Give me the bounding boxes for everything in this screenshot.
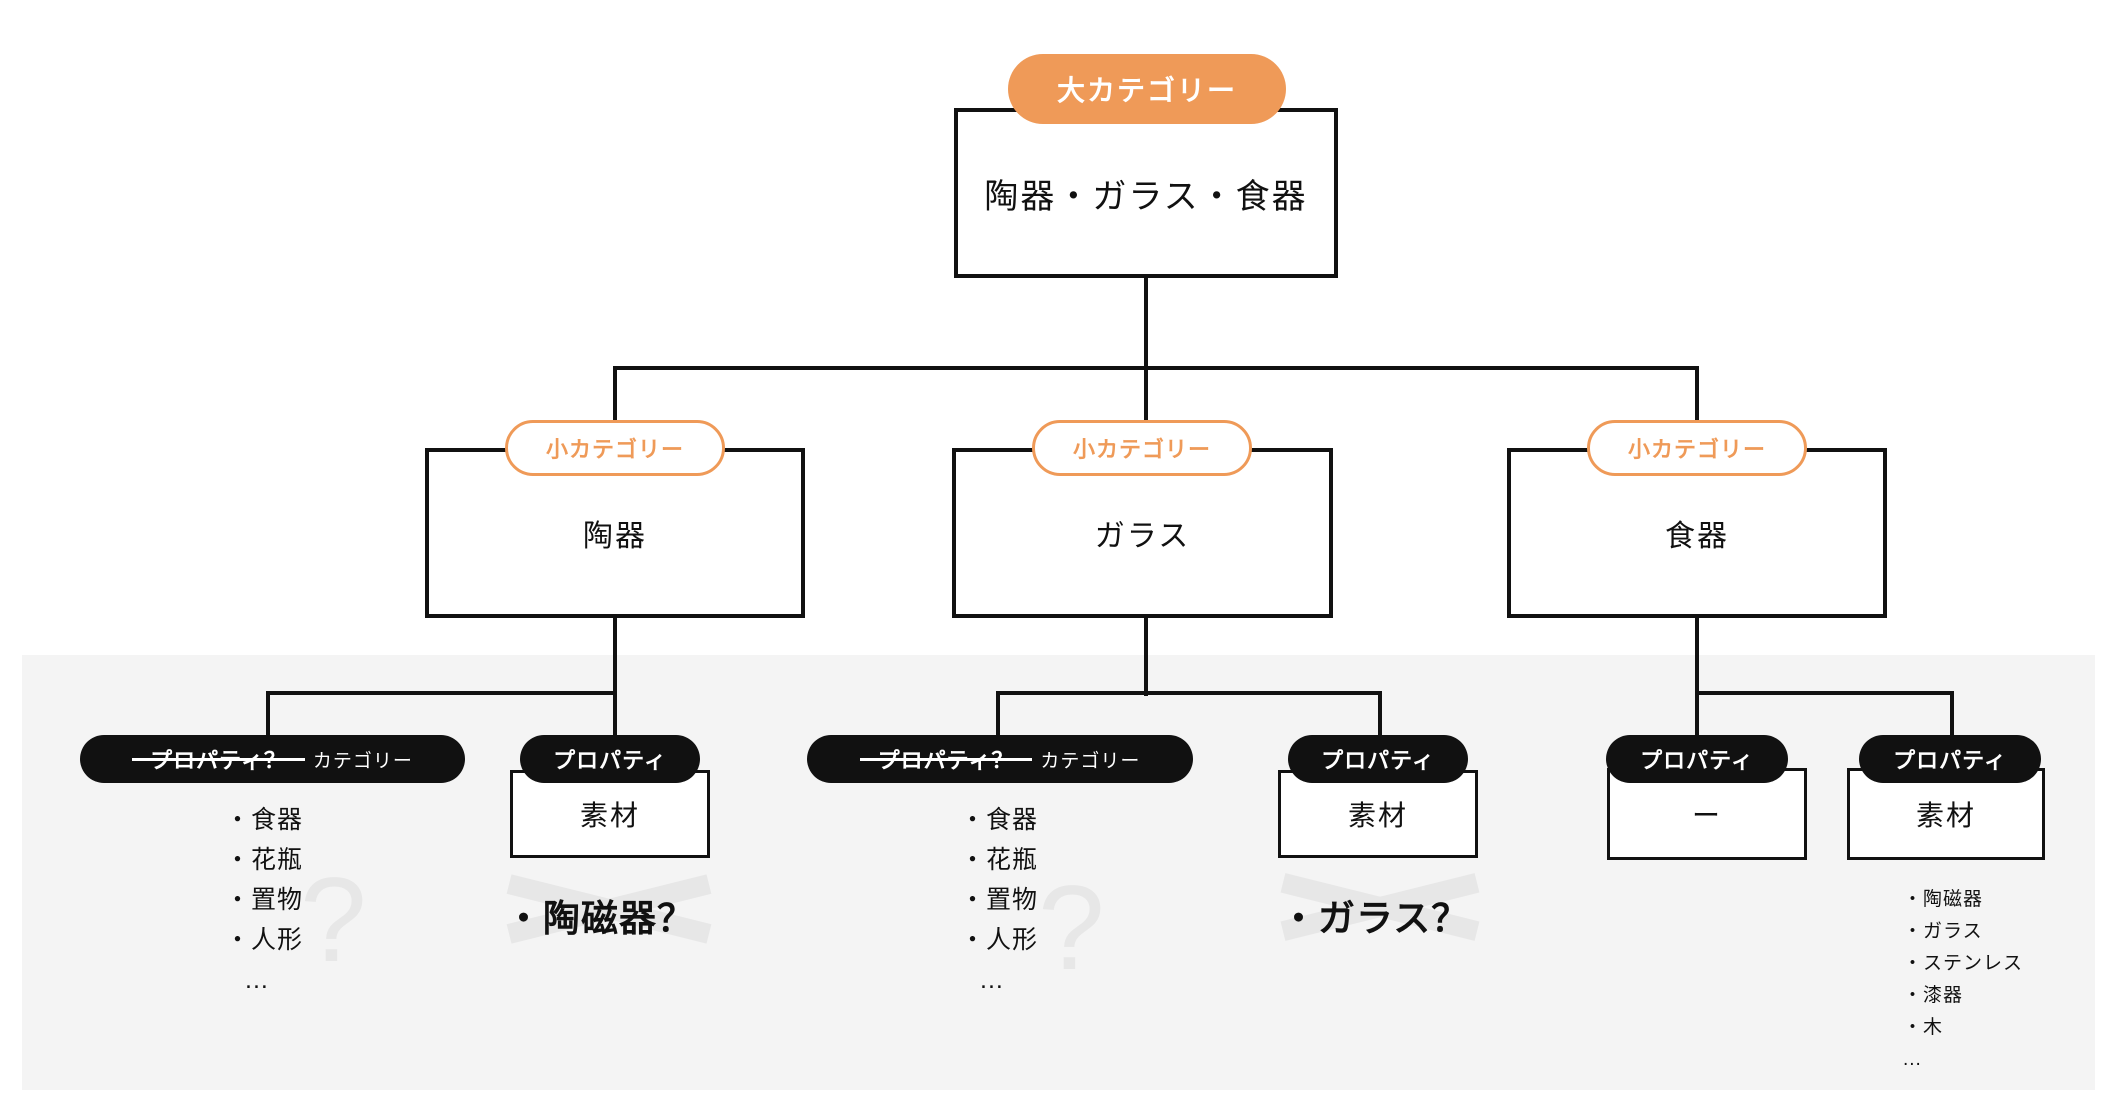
list-item: ・ガラス bbox=[1903, 921, 1983, 942]
connector-touki-down bbox=[613, 618, 617, 738]
list-item: ・食器 bbox=[960, 806, 1039, 834]
property-box-touki-material: 素材 bbox=[510, 770, 710, 858]
property-pill-glass: プロパティ bbox=[1288, 735, 1468, 783]
list-item: ・花瓶 bbox=[225, 846, 304, 874]
detail-background-band bbox=[22, 655, 2095, 1090]
root-category-title: 陶器・ガラス・食器 bbox=[984, 177, 1308, 216]
connector-shokki-down bbox=[1695, 618, 1699, 738]
list-item: ・木 bbox=[1903, 1017, 1944, 1038]
material-item-list-shokki: ・陶磁器 ・ガラス ・ステンレス ・漆器 ・木 ... bbox=[1903, 884, 2023, 1076]
list-item: ... bbox=[980, 966, 1004, 994]
subcategory-title-touki: 陶器 bbox=[583, 520, 647, 553]
category-pill-glass-strike-text: プロパティ？ bbox=[859, 743, 1033, 775]
root-category-badge: 大カテゴリー bbox=[1008, 54, 1286, 124]
list-item: ・ステンレス bbox=[1903, 953, 2024, 974]
connector-glass-down bbox=[1144, 618, 1148, 696]
list-item: ... bbox=[245, 966, 269, 994]
category-item-list-glass: ・食器 ・花瓶 ・置物 ・人形 ... bbox=[960, 800, 1038, 1000]
property-pill-shokki-material: プロパティ bbox=[1859, 735, 2041, 783]
question-watermark: ? bbox=[1038, 861, 1105, 995]
connector-level2-rail bbox=[613, 366, 1699, 370]
category-pill-glass: プロパティ？ カテゴリー bbox=[807, 735, 1193, 783]
property-box-shokki-material: 素材 bbox=[1847, 768, 2045, 860]
list-item: ・漆器 bbox=[1903, 985, 1964, 1006]
connector-glass-category-drop bbox=[996, 691, 1000, 737]
subcategory-title-shokki: 食器 bbox=[1665, 520, 1729, 553]
connector-shokki-rail bbox=[1695, 691, 1954, 695]
connector-glass-rail bbox=[996, 691, 1382, 695]
connector-root-down bbox=[1144, 278, 1148, 370]
property-box-shokki-none: ー bbox=[1607, 768, 1807, 860]
list-item: ・置物 bbox=[960, 886, 1039, 914]
connector-drop-shokki bbox=[1695, 366, 1699, 424]
subcategory-title-glass: ガラス bbox=[1094, 520, 1191, 553]
list-item: ... bbox=[1903, 1049, 1922, 1070]
list-item: ・人形 bbox=[225, 926, 304, 954]
root-category-node: 陶器・ガラス・食器 bbox=[954, 108, 1338, 278]
category-pill-touki-suffix: カテゴリー bbox=[312, 750, 413, 772]
list-item: ・置物 bbox=[225, 886, 304, 914]
list-item: ・陶磁器 bbox=[1903, 889, 1984, 910]
material-note-touki: ・陶磁器？ bbox=[505, 898, 695, 939]
category-pill-glass-suffix: カテゴリー bbox=[1040, 750, 1141, 772]
property-pill-touki: プロパティ bbox=[520, 735, 700, 783]
connector-drop-touki bbox=[613, 366, 617, 424]
property-box-glass-material: 素材 bbox=[1278, 770, 1478, 858]
subcategory-node-shokki: 食器 bbox=[1507, 448, 1887, 618]
connector-shokki-material-drop bbox=[1950, 691, 1954, 737]
property-pill-shokki-none: プロパティ bbox=[1606, 735, 1788, 783]
connector-glass-material-drop bbox=[1378, 691, 1382, 737]
category-pill-touki-strike-text: プロパティ？ bbox=[132, 743, 305, 775]
subcategory-badge-touki: 小カテゴリー bbox=[505, 420, 725, 476]
list-item: ・食器 bbox=[225, 806, 304, 834]
list-item: ・人形 bbox=[960, 926, 1039, 954]
subcategory-badge-shokki: 小カテゴリー bbox=[1587, 420, 1807, 476]
subcategory-node-touki: 陶器 bbox=[425, 448, 805, 618]
question-watermark: ? bbox=[300, 853, 367, 987]
connector-drop-glass bbox=[1144, 366, 1148, 424]
list-item: ・花瓶 bbox=[960, 846, 1039, 874]
connector-touki-rail bbox=[266, 691, 617, 695]
category-pill-touki: プロパティ？ カテゴリー bbox=[80, 735, 465, 783]
category-item-list-touki: ・食器 ・花瓶 ・置物 ・人形 ... bbox=[225, 800, 303, 1000]
subcategory-badge-glass: 小カテゴリー bbox=[1032, 420, 1252, 476]
material-note-glass: ・ガラス？ bbox=[1280, 898, 1470, 939]
connector-touki-category-drop bbox=[266, 691, 270, 737]
